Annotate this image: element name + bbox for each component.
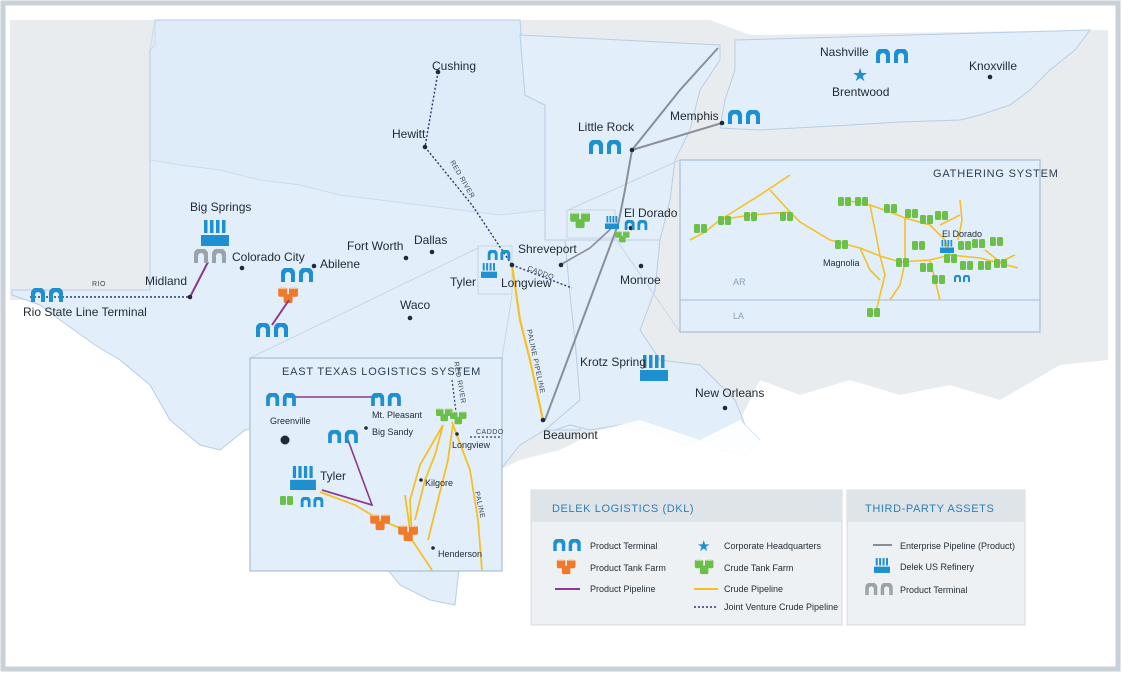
legend-third-party-header-bg [847, 490, 1025, 522]
et-label-tyler: Tyler [320, 469, 346, 483]
city-label-shreveport: Shreveport [518, 242, 577, 256]
enterprise-pipeline-shreveport [559, 224, 616, 266]
city-labels: Cushing Hewitt Little Rock Memphis Nashv… [23, 45, 1017, 442]
east-texas-title: EAST TEXAS LOGISTICS SYSTEM [282, 366, 481, 378]
gathering-label-magnolia: Magnolia [823, 258, 860, 268]
city-label-midland: Midland [145, 274, 187, 288]
abilene-product-pipeline [271, 299, 290, 326]
city-label-rio-terminal: Rio State Line Terminal [23, 305, 147, 319]
pipeline-label-rio: RIO [92, 281, 106, 288]
city-dots [187, 69, 993, 423]
gathering-title: GATHERING SYSTEM [933, 168, 1059, 180]
et-label-kilgore: Kilgore [425, 478, 453, 488]
city-label-fort-worth: Fort Worth [347, 239, 403, 253]
legend-third-party-title: THIRD-PARTY ASSETS [865, 503, 994, 515]
city-label-monroe: Monroe [620, 273, 661, 287]
legend-dkl-header-bg [531, 490, 842, 522]
gathering-system-inset: GATHERING SYSTEM AR LA [679, 159, 1059, 333]
enterprise-pipeline-branch [631, 122, 723, 151]
et-label-mt-pleasant: Mt. Pleasant [372, 410, 423, 420]
city-label-cushing: Cushing [432, 59, 476, 73]
legend-enterprise-pipeline: Enterprise Pipeline (Product) [900, 541, 1015, 551]
legend-corporate-hq-star-icon: ★ [697, 537, 710, 555]
city-label-longview: Longview [501, 276, 552, 290]
state-label-ar: AR [733, 277, 746, 287]
midland-product-pipeline [189, 261, 209, 298]
city-label-beaumont: Beaumont [543, 428, 598, 442]
inset-callout-lines [249, 159, 681, 359]
paline-pipeline [510, 264, 545, 421]
caddo-pipeline [511, 264, 573, 289]
city-label-memphis: Memphis [670, 109, 719, 123]
land-tennessee [719, 29, 1092, 131]
et-label-longview: Longview [452, 440, 491, 450]
gathering-label-el-dorado: El Dorado [942, 229, 982, 239]
enterprise-pipeline [544, 47, 719, 421]
legend-product-terminal: Product Terminal [590, 541, 657, 551]
city-label-new-orleans: New Orleans [695, 386, 764, 400]
main-pipelines [30, 47, 723, 421]
city-label-krotz-spring: Krotz Spring [580, 355, 646, 369]
city-label-little-rock: Little Rock [578, 120, 635, 134]
state-label-la: LA [733, 311, 744, 321]
legend-product-tank-farm: Product Tank Farm [590, 563, 666, 573]
city-label-el-dorado: El Dorado [624, 206, 678, 220]
city-label-big-springs: Big Springs [190, 200, 251, 214]
city-label-brentwood: Brentwood [832, 85, 889, 99]
legend-delek-refinery: Delek US Refinery [900, 562, 975, 572]
city-label-nashville: Nashville [820, 45, 869, 59]
legend-jv-crude-pipeline: Joint Venture Crude Pipeline [724, 602, 838, 612]
legend: DELEK LOGISTICS (DKL) Product Terminal P… [530, 489, 1026, 626]
land-arkansas [519, 34, 721, 241]
et-label-greenville: Greenville [270, 416, 311, 426]
city-label-colorado-city: Colorado City [232, 250, 305, 264]
city-label-tyler: Tyler [450, 275, 476, 289]
east-texas-crude-pipelines [319, 421, 483, 571]
et-label-big-sandy: Big Sandy [372, 427, 414, 437]
city-label-dallas: Dallas [414, 233, 447, 247]
legend-corporate-hq: Corporate Headquarters [724, 541, 822, 551]
corporate-hq-star-icon: ★ [852, 65, 868, 86]
east-texas-product-pipelines [288, 396, 378, 507]
east-texas-inset: EAST TEXAS LOGISTICS SYSTEM [249, 357, 504, 572]
legend-third-party-terminal: Product Terminal [900, 585, 967, 595]
city-label-waco: Waco [400, 298, 431, 312]
legend-crude-pipeline: Crude Pipeline [724, 584, 783, 594]
legend-dkl-title: DELEK LOGISTICS (DKL) [552, 503, 694, 515]
city-label-hewitt: Hewitt [392, 127, 426, 141]
red-river-pipeline [424, 71, 513, 266]
city-label-abilene: Abilene [320, 257, 360, 271]
city-label-knoxville: Knoxville [969, 59, 1017, 73]
et-label-caddo: CADDO [476, 429, 504, 436]
legend-crude-tank-farm: Crude Tank Farm [724, 563, 793, 573]
et-label-henderson: Henderson [438, 549, 482, 559]
legend-product-pipeline: Product Pipeline [590, 584, 656, 594]
